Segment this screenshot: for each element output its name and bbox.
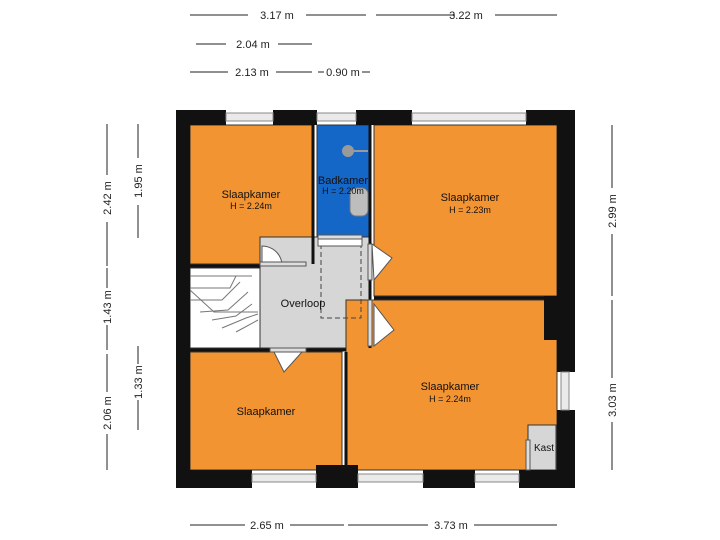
- closet-name: Kast: [534, 443, 554, 454]
- shower-icon: [342, 145, 354, 157]
- bathroom-name: Badkamer: [318, 175, 368, 187]
- dim-left-inner-top: 1.95 m: [133, 164, 145, 198]
- stair-area: [189, 267, 261, 349]
- dim-left-outer-top: 2.42 m: [102, 181, 114, 215]
- closet-area: [527, 424, 557, 471]
- dim-top-left-total: 3.17 m: [260, 10, 294, 22]
- staircase-icon: [189, 275, 259, 333]
- dim-right-bottom: 3.03 m: [607, 383, 619, 417]
- bedroom-bottom-right-name: Slaapkamer: [421, 381, 480, 393]
- bathroom-area: [316, 124, 371, 238]
- walls: [176, 110, 575, 488]
- bedroom-top-right-name: Slaapkamer: [441, 192, 500, 204]
- dim-bottom-right: 3.73 m: [434, 520, 468, 532]
- windows: [225, 112, 570, 483]
- dim-top-right-total: 3.22 m: [449, 10, 483, 22]
- dim-bottom-left: 2.65 m: [250, 520, 284, 532]
- dim-top-mid-c: 0.90 m: [326, 67, 360, 79]
- toilet-icon: [349, 187, 369, 217]
- bedroom-top-left-name: Slaapkamer: [222, 189, 281, 201]
- landing-name: Overloop: [281, 298, 326, 310]
- dim-top-mid-a: 2.04 m: [236, 39, 270, 51]
- interior-walls: [190, 125, 557, 470]
- bedroom-top-left-height: H = 2.24m: [230, 201, 272, 211]
- bedroom-bottom-right-height: H = 2.24m: [429, 394, 471, 404]
- dim-left-inner-bottom: 1.33 m: [133, 365, 145, 399]
- bedroom-top-right-area: [373, 124, 558, 297]
- bedroom-bottom-left-name: Slaapkamer: [237, 406, 296, 418]
- bathroom-height: H = 2.20m: [322, 186, 364, 196]
- dim-top-mid-b: 2.13 m: [235, 67, 269, 79]
- doors: [259, 234, 531, 471]
- bedroom-bottom-left-area: [189, 351, 343, 471]
- dimension-lines: [106, 14, 613, 526]
- dim-left-outer-bottom: 2.06 m: [102, 396, 114, 430]
- dim-right-top: 2.99 m: [607, 194, 619, 228]
- dim-left-outer-mid: 1.43 m: [102, 290, 114, 324]
- bedroom-top-right-height: H = 2.23m: [449, 205, 491, 215]
